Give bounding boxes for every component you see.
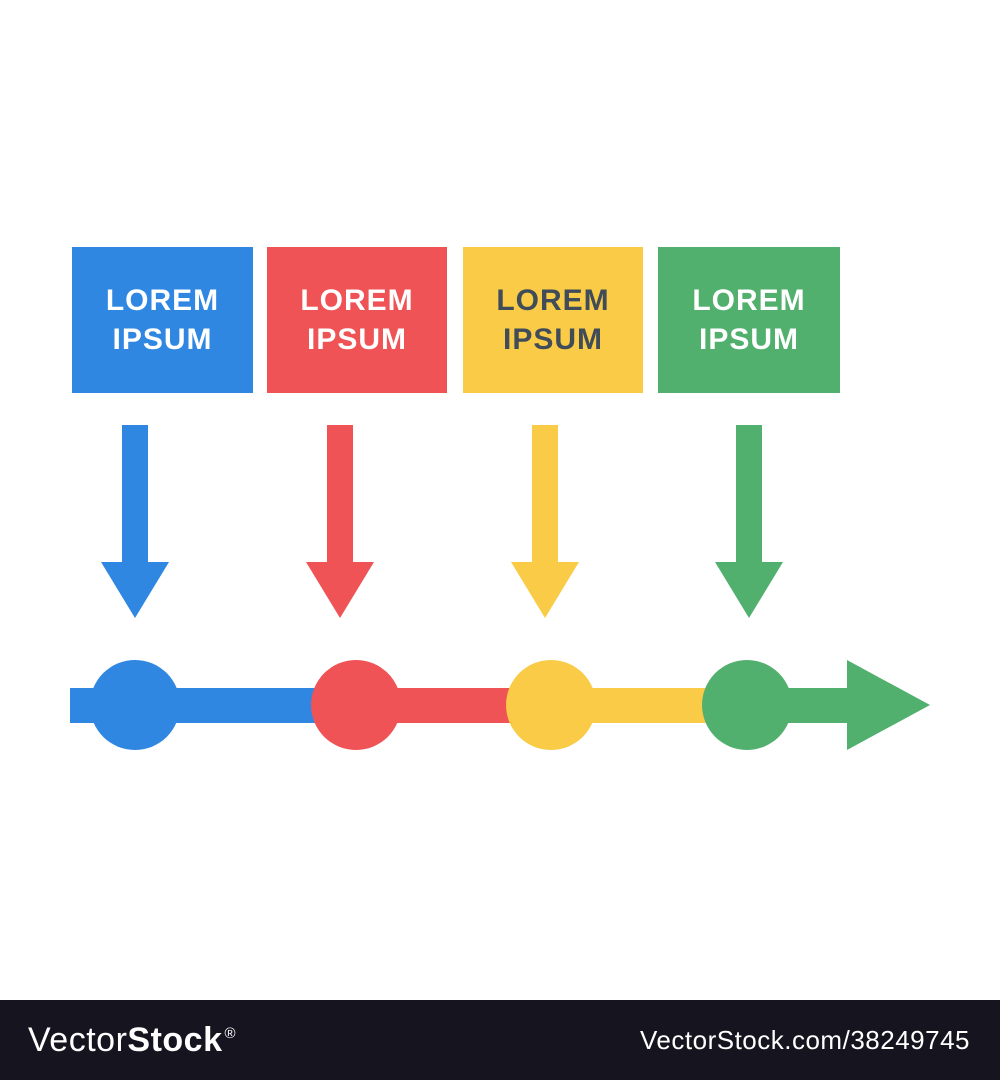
down-arrow-icon-2 bbox=[306, 425, 374, 618]
down-arrow-3-head bbox=[511, 562, 579, 618]
down-arrow-2-head bbox=[306, 562, 374, 618]
watermark-bar: VectorStock® VectorStock.com/38249745 bbox=[0, 1000, 1000, 1080]
down-arrow-icon-3 bbox=[511, 425, 579, 618]
down-arrow-icon-4 bbox=[715, 425, 783, 618]
vectorstock-logo: VectorStock® bbox=[28, 1021, 236, 1060]
down-arrow-2-shaft bbox=[327, 425, 353, 562]
watermark-image-url: VectorStock.com/38249745 bbox=[640, 1024, 970, 1055]
vectorstock-logo-stock: Stock bbox=[127, 1020, 223, 1059]
timeline-node-1 bbox=[90, 660, 180, 750]
down-arrow-icon-1 bbox=[101, 425, 169, 618]
registered-trademark-icon: ® bbox=[224, 1024, 237, 1042]
step-3-label-line1: LOREM bbox=[496, 284, 610, 317]
down-arrow-1-head bbox=[101, 562, 169, 618]
step-1-label-line2: IPSUM bbox=[112, 323, 213, 356]
step-box-3: LOREM IPSUM bbox=[463, 247, 643, 393]
down-arrow-4-shaft bbox=[736, 425, 762, 562]
timeline-node-2 bbox=[311, 660, 401, 750]
down-arrow-1-shaft bbox=[122, 425, 148, 562]
timeline-node-3 bbox=[506, 660, 596, 750]
step-box-2: LOREM IPSUM bbox=[267, 247, 447, 393]
vectorstock-logo-vector: Vector bbox=[28, 1020, 128, 1059]
down-arrow-3-shaft bbox=[532, 425, 558, 562]
step-box-1: LOREM IPSUM bbox=[72, 247, 253, 393]
right-arrow-icon bbox=[847, 660, 930, 750]
step-2-label-line1: LOREM bbox=[300, 284, 414, 317]
step-box-4: LOREM IPSUM bbox=[658, 247, 840, 393]
step-3-label-line2: IPSUM bbox=[502, 323, 603, 356]
step-4-label-line1: LOREM bbox=[692, 284, 806, 317]
step-2-label-line2: IPSUM bbox=[306, 323, 407, 356]
step-4-label-line2: IPSUM bbox=[698, 323, 799, 356]
timeline-node-4 bbox=[702, 660, 792, 750]
down-arrow-4-head bbox=[715, 562, 783, 618]
step-1-label-line1: LOREM bbox=[105, 284, 220, 317]
